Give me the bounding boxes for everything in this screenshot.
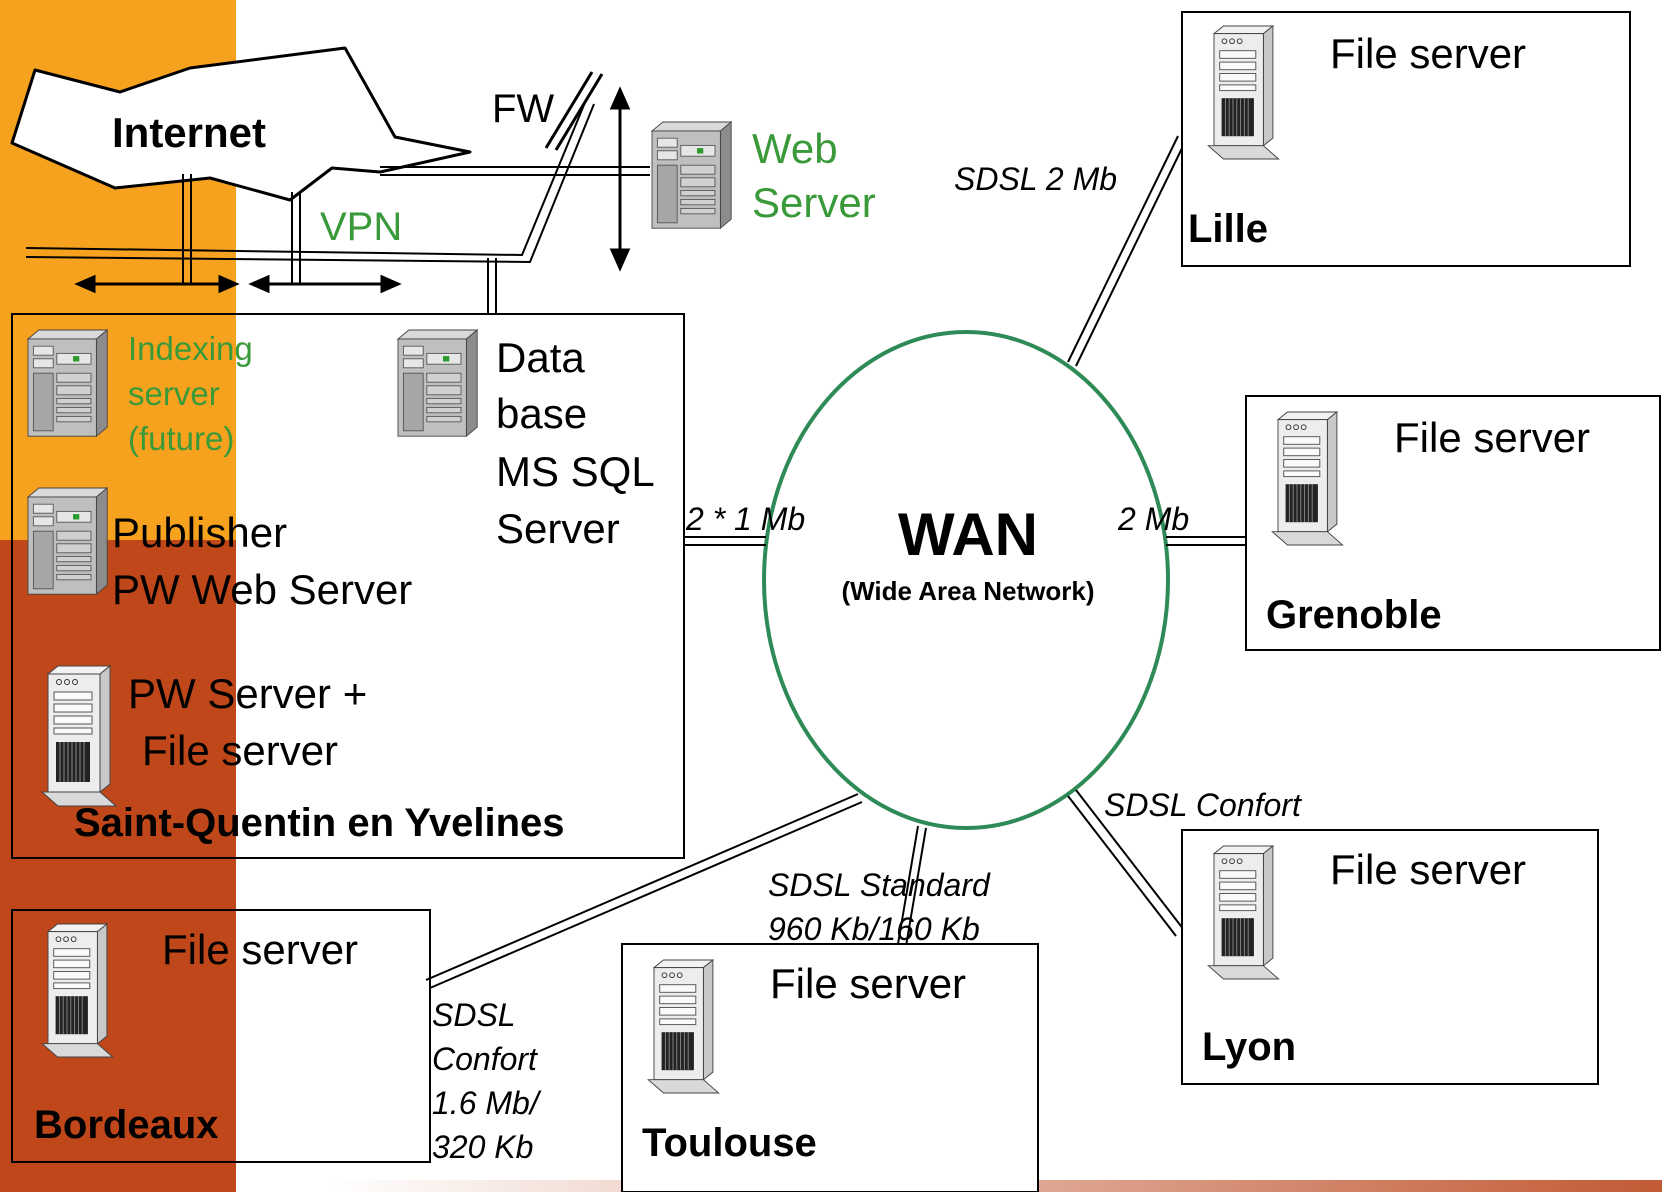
site-name-lille: Lille	[1188, 207, 1268, 251]
indexing-label-3: (future)	[128, 420, 234, 457]
wan-title: WAN	[898, 501, 1038, 568]
firewall-symbol	[544, 71, 604, 151]
site-name-bordeaux: Bordeaux	[34, 1103, 219, 1147]
publisher-label-2: PW Web Server	[112, 566, 412, 613]
database-label-2: base	[496, 390, 587, 437]
database-label-4: Server	[496, 505, 620, 552]
site-name-grenoble: Grenoble	[1266, 593, 1442, 637]
site-server-toulouse: File server	[770, 960, 966, 1007]
pw-server-label-1: PW Server +	[128, 670, 367, 717]
file-server-icon-toulouse	[647, 959, 720, 1094]
wan-links	[425, 135, 1246, 989]
file-server-icon-lyon	[1207, 845, 1280, 980]
wan-subtitle: (Wide Area Network)	[841, 576, 1094, 606]
indexing-server-icon	[27, 329, 108, 437]
site-server-grenoble: File server	[1394, 414, 1590, 461]
internet-web-link	[380, 166, 650, 176]
link-label-toulouse-2: 960 Kb/160 Kb	[768, 911, 980, 947]
site-server-lille: File server	[1330, 30, 1526, 77]
database-server-icon	[397, 329, 478, 437]
hq-site-box	[11, 313, 685, 859]
link-label-bordeaux-2: Confort	[432, 1041, 538, 1077]
link-label-hq: 2 * 1 Mb	[685, 501, 805, 537]
pw-server-icon	[41, 665, 117, 807]
file-server-icon-grenoble	[1271, 411, 1344, 546]
web-server-label-2: Server	[752, 179, 876, 226]
link-label-bordeaux-4: 320 Kb	[432, 1129, 533, 1165]
lan-arrows	[74, 274, 402, 294]
link-label-lyon: SDSL Confort	[1104, 787, 1302, 823]
database-label-3: MS SQL	[496, 448, 655, 495]
internet-label: Internet	[112, 109, 266, 156]
link-label-bordeaux-3: 1.6 Mb/	[432, 1085, 542, 1121]
link-label-bordeaux-1: SDSL	[432, 997, 516, 1033]
dmz-arrow	[609, 86, 631, 272]
site-name-toulouse: Toulouse	[642, 1121, 817, 1165]
site-server-lyon: File server	[1330, 846, 1526, 893]
site-server-bordeaux: File server	[162, 926, 358, 973]
link-label-lille: SDSL 2 Mb	[954, 161, 1117, 197]
file-server-icon-bordeaux	[41, 923, 114, 1058]
hq-site-name: Saint-Quentin en Yvelines	[74, 801, 565, 845]
site-name-lyon: Lyon	[1202, 1025, 1296, 1069]
vpn-label: VPN	[320, 205, 402, 249]
indexing-label-1: Indexing	[128, 330, 253, 367]
database-label-1: Data	[496, 334, 585, 381]
link-label-grenoble: 2 Mb	[1117, 501, 1189, 537]
indexing-label-2: server	[128, 375, 220, 412]
web-server-label-1: Web	[752, 125, 838, 172]
firewall-label: FW	[492, 87, 554, 131]
internet-cloud	[10, 46, 472, 202]
link-label-toulouse-1: SDSL Standard	[768, 867, 991, 903]
pw-server-label-2: File server	[142, 727, 338, 774]
publisher-server-icon	[27, 487, 108, 595]
site-box-bordeaux	[11, 909, 431, 1163]
wan-cloud	[762, 330, 1170, 830]
web-server-icon	[651, 121, 732, 229]
rust-band	[0, 540, 236, 1192]
internet-drop-lines	[182, 174, 497, 314]
file-server-icon-lille	[1207, 25, 1280, 160]
publisher-label-1: Publisher	[112, 509, 287, 556]
